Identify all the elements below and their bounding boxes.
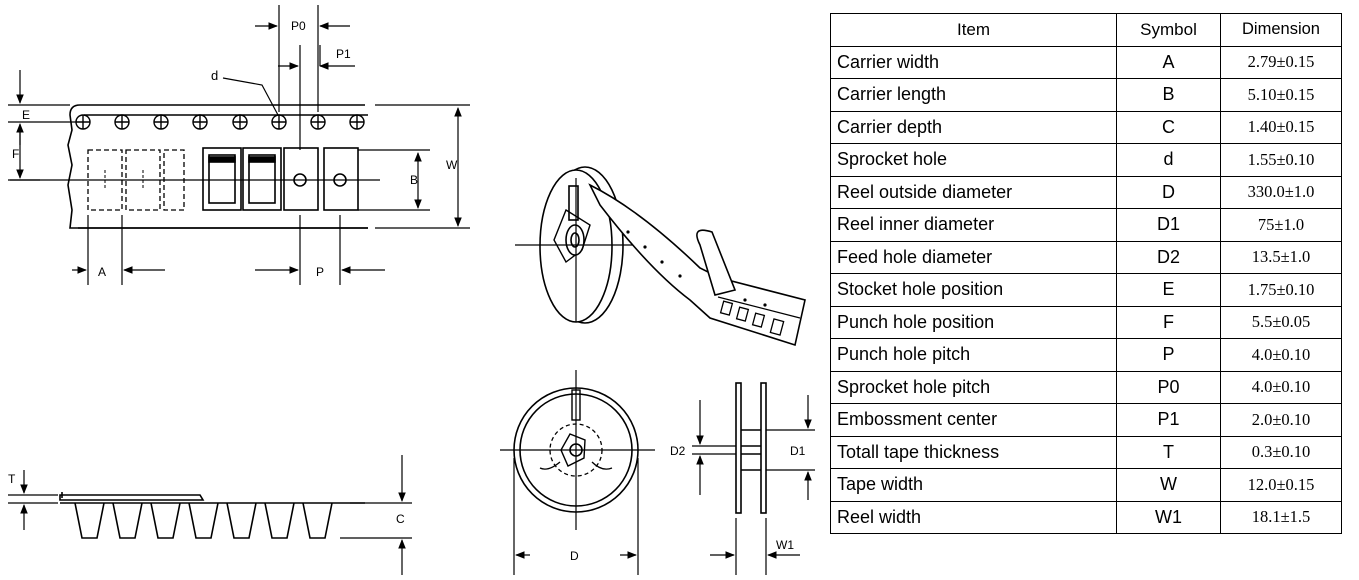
label-d1: D1: [790, 444, 806, 458]
symbol-cell: P: [1116, 338, 1221, 372]
dimension-cell: 5.10±0.15: [1220, 78, 1342, 112]
dimension-cell: 4.0±0.10: [1220, 370, 1342, 404]
label-c: C: [396, 512, 405, 526]
component-pockets: [202, 147, 359, 211]
dimension-cell: 330.0±1.0: [1220, 175, 1342, 209]
dimension-cell: 12.0±0.15: [1220, 468, 1342, 502]
symbol-cell: E: [1116, 273, 1221, 307]
dimension-cell: 4.0±0.10: [1220, 338, 1342, 372]
symbol-cell: B: [1116, 78, 1221, 112]
tape-side-view: [59, 492, 365, 539]
label-d-reel: D: [570, 549, 579, 563]
label-t: T: [8, 472, 16, 486]
reel-side-dimensions: [692, 395, 815, 575]
item-cell: Sprocket hole pitch: [830, 370, 1117, 404]
dimension-cell: 13.5±1.0: [1220, 240, 1342, 274]
top-view-labels: P0 P1 d E F W B A P: [12, 19, 458, 279]
label-f: F: [12, 147, 19, 161]
item-cell: Carrier width: [830, 45, 1117, 79]
symbol-cell: T: [1116, 435, 1221, 469]
item-cell: Feed hole diameter: [830, 240, 1117, 274]
reel-front-dimensions: [513, 458, 639, 575]
item-cell: Punch hole position: [830, 305, 1117, 339]
reel-perspective: [515, 166, 806, 347]
item-cell: Carrier length: [830, 78, 1117, 112]
side-view-dimensions: [8, 455, 412, 575]
label-p: P: [316, 265, 324, 279]
item-cell: Carrier depth: [830, 110, 1117, 144]
item-cell: Stocket hole position: [830, 273, 1117, 307]
symbol-cell: W: [1116, 468, 1221, 502]
label-p1: P1: [336, 47, 351, 61]
dimension-cell: 1.55±0.10: [1220, 143, 1342, 177]
dimension-cell: 0.3±0.10: [1220, 435, 1342, 469]
top-view-dimensions: [8, 5, 470, 285]
symbol-cell: A: [1116, 45, 1221, 79]
header-item: Item: [830, 13, 1117, 47]
symbol-cell: W1: [1116, 500, 1221, 534]
item-cell: Reel inner diameter: [830, 208, 1117, 242]
reel-front-view: [500, 370, 655, 530]
dimension-cell: 1.40±0.15: [1220, 110, 1342, 144]
dimension-cell: 18.1±1.5: [1220, 500, 1342, 534]
item-cell: Reel outside diameter: [830, 175, 1117, 209]
item-cell: Embossment center: [830, 403, 1117, 437]
label-w: W: [446, 158, 458, 172]
symbol-cell: D2: [1116, 240, 1221, 274]
header-dimension: Dimension: [1220, 13, 1342, 47]
dimension-cell: 1.75±0.10: [1220, 273, 1342, 307]
reel-side-view: [735, 382, 767, 514]
dimension-cell: 75±1.0: [1220, 208, 1342, 242]
label-b: B: [410, 173, 418, 187]
item-cell: Totall tape thickness: [830, 435, 1117, 469]
label-w1: W1: [776, 538, 794, 552]
item-cell: Tape width: [830, 468, 1117, 502]
dimension-cell: 2.0±0.10: [1220, 403, 1342, 437]
symbol-cell: P0: [1116, 370, 1221, 404]
sprocket-holes: [75, 114, 365, 130]
item-cell: Reel width: [830, 500, 1117, 534]
header-symbol: Symbol: [1116, 13, 1221, 47]
symbol-cell: P1: [1116, 403, 1221, 437]
tape-top-view: [10, 104, 380, 229]
tape-reel-drawing: P0 P1 d E F W B A P T C: [8, 5, 815, 575]
item-cell: Sprocket hole: [830, 143, 1117, 177]
label-a: A: [98, 265, 106, 279]
label-d2: D2: [670, 444, 686, 458]
item-cell: Punch hole pitch: [830, 338, 1117, 372]
side-view-labels: T C: [8, 472, 405, 526]
tape-outline: [67, 104, 368, 229]
dimension-cell: 5.5±0.05: [1220, 305, 1342, 339]
table-header-row: Item Symbol Dimension: [830, 13, 1342, 47]
label-d: d: [211, 68, 218, 83]
label-p0: P0: [291, 19, 306, 33]
symbol-cell: D: [1116, 175, 1221, 209]
symbol-cell: C: [1116, 110, 1221, 144]
symbol-cell: D1: [1116, 208, 1221, 242]
label-e: E: [22, 108, 30, 122]
symbol-cell: F: [1116, 305, 1221, 339]
dimension-cell: 2.79±0.15: [1220, 45, 1342, 79]
symbol-cell: d: [1116, 143, 1221, 177]
